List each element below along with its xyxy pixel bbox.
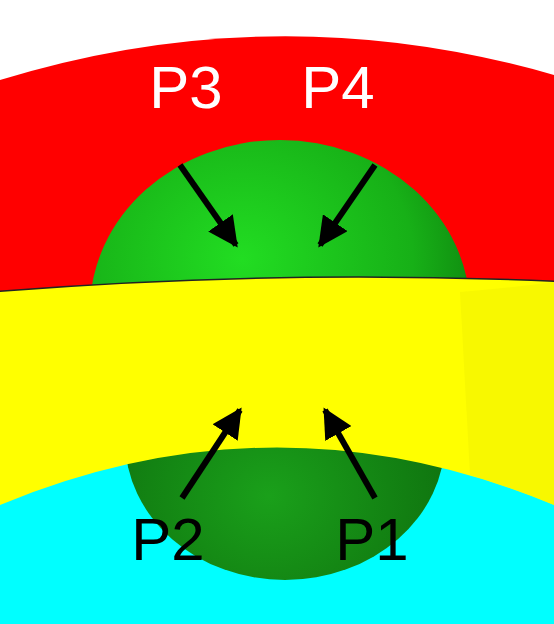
pressure-arrow <box>182 410 240 498</box>
pressure-label: P4 <box>301 58 374 118</box>
yellow-layer <box>0 278 554 505</box>
pressure-label: P2 <box>131 510 204 570</box>
pressure-arrow <box>325 410 375 498</box>
pressure-arrow <box>180 165 236 245</box>
pressure-label: P1 <box>335 510 408 570</box>
yellow-shade <box>460 282 554 505</box>
pressure-label: P3 <box>149 58 222 118</box>
pressure-arrow <box>320 165 375 245</box>
